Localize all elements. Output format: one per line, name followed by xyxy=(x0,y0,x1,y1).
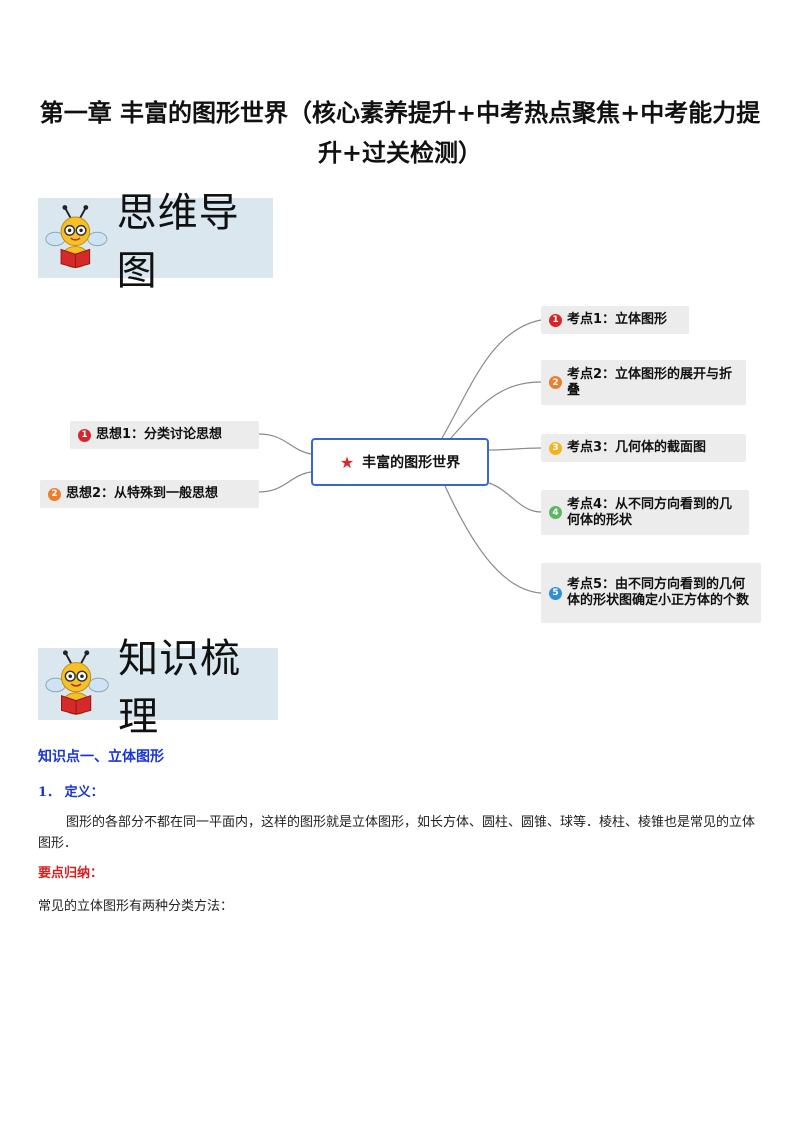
connector-right-3 xyxy=(488,447,542,451)
key-points-text: 常见的立体图形有两种分类方法： xyxy=(38,899,234,914)
connector-left-2 xyxy=(258,471,312,493)
number-badge: 2 xyxy=(549,376,562,389)
number-badge: 5 xyxy=(549,586,562,600)
definition-text: 图形的各部分不都在同一平面内，这样的图形就是立体图形，如长方体、圆柱、圆锥、球等… xyxy=(38,815,756,851)
node-label: 考点5：由不同方向看到的几何体的形状图确定小正方体的个数 xyxy=(567,577,750,608)
mind-map-node-right-5: 5 考点5：由不同方向看到的几何体的形状图确定小正方体的个数 xyxy=(541,563,761,623)
mind-map-connectors xyxy=(258,319,542,594)
node-label: 思想1：分类讨论思想 xyxy=(96,427,223,442)
mind-map-banner: 思维导图 xyxy=(38,190,273,294)
node-label: 考点4：从不同方向看到的几何体的形状 xyxy=(567,496,733,528)
number-badge: 1 xyxy=(549,313,562,327)
connector-left-1 xyxy=(258,433,312,455)
banner-title: 思维导图 xyxy=(116,190,240,294)
number-badge: 2 xyxy=(48,487,61,501)
definition-label: 1． 定义： xyxy=(38,785,104,800)
node-label: 思想2：从特殊到一般思想 xyxy=(66,486,219,501)
node-label: 考点1：立体图形 xyxy=(567,312,668,327)
node-label: 考点2：立体图形的展开与折叠 xyxy=(567,366,733,398)
mind-map-node-left-1: 1 思想1：分类讨论思想 xyxy=(70,421,259,449)
mind-map: 1 思想1：分类讨论思想 2 思想2：从特殊到一般思想 ★ 丰富的图形世界 1 … xyxy=(0,290,800,630)
mind-map-center-node: ★ 丰富的图形世界 xyxy=(311,438,489,486)
banner-title: 知识梳理 xyxy=(118,636,242,740)
mind-map-node-left-2: 2 思想2：从特殊到一般思想 xyxy=(40,480,259,508)
mind-map-node-right-3: 3 考点3：几何体的截面图 xyxy=(541,434,746,462)
mind-map-node-right-4: 4 考点4：从不同方向看到的几何体的形状 xyxy=(541,490,749,535)
bee-reading-icon xyxy=(45,650,109,715)
connector-right-2 xyxy=(450,381,542,439)
connector-right-5 xyxy=(444,485,542,594)
node-label: 考点3：几何体的截面图 xyxy=(567,440,707,455)
connector-right-4 xyxy=(488,482,542,513)
bee-reading-icon xyxy=(45,205,108,269)
mind-map-node-right-1: 1 考点1：立体图形 xyxy=(541,306,689,334)
mind-map-node-right-2: 2 考点2：立体图形的展开与折叠 xyxy=(541,360,746,405)
page-title: 第一章 丰富的图形世界（核心素养提升+中考热点聚焦+中考能力提升+过关检测） xyxy=(39,98,761,167)
star-icon: ★ xyxy=(339,452,355,472)
connector-right-1 xyxy=(441,319,542,439)
section-heading: 知识点一、立体图形 xyxy=(38,749,164,765)
center-label: 丰富的图形世界 xyxy=(362,455,461,471)
number-badge: 3 xyxy=(549,441,562,455)
knowledge-banner: 知识梳理 xyxy=(38,636,278,740)
number-badge: 4 xyxy=(549,506,562,519)
number-badge: 1 xyxy=(78,428,91,442)
key-points-label: 要点归纳： xyxy=(38,866,104,881)
